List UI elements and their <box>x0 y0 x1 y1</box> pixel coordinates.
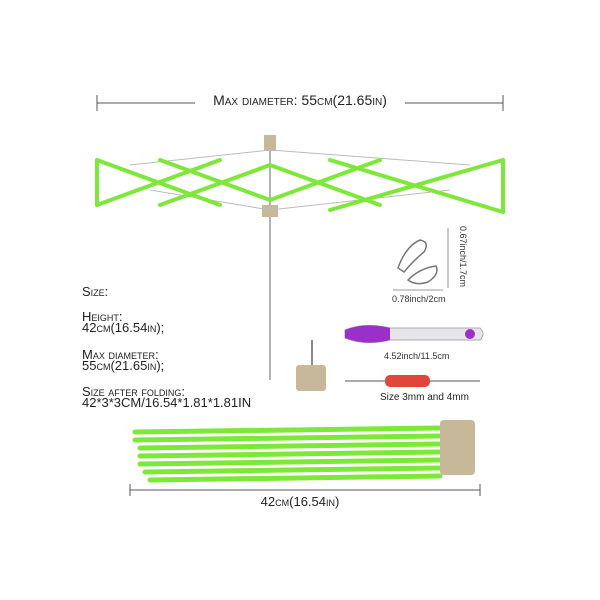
diameter-dimension-line <box>96 95 504 111</box>
length-dimension-line <box>129 484 481 496</box>
scissors-length-label: 4.52inch/11.5cm <box>384 351 450 361</box>
diameter-label: Max diameter: <box>82 347 159 362</box>
height-value: 42cm(16.54in); <box>82 320 165 335</box>
folded-size-label: Size after folding: <box>82 384 186 399</box>
diameter-value: 55cm(21.65in); <box>82 358 165 373</box>
folded-swift-clamp <box>440 420 475 475</box>
clip-height-label: 0.67inch/1.7cm <box>458 226 468 288</box>
folded-size-value: 42*3*3CM/16.54*1.81*1.81IN <box>82 395 252 410</box>
folded-yarn-swift <box>132 425 443 483</box>
open-yarn-swift <box>95 135 505 391</box>
crochet-hook <box>345 375 480 387</box>
height-label: Height: <box>82 309 123 324</box>
specs-title: Size: <box>82 284 109 299</box>
clip-width-label: 0.78inch/2cm <box>392 294 446 304</box>
max-diameter-label: Max diameter: 55cm(21.65in) <box>213 92 387 108</box>
thread-scissors <box>344 324 484 344</box>
hook-size-label: Size 3mm and 4mm <box>380 392 469 403</box>
yarn-clip <box>397 239 438 285</box>
folded-length-label: 42cm(16.54in) <box>260 494 340 509</box>
